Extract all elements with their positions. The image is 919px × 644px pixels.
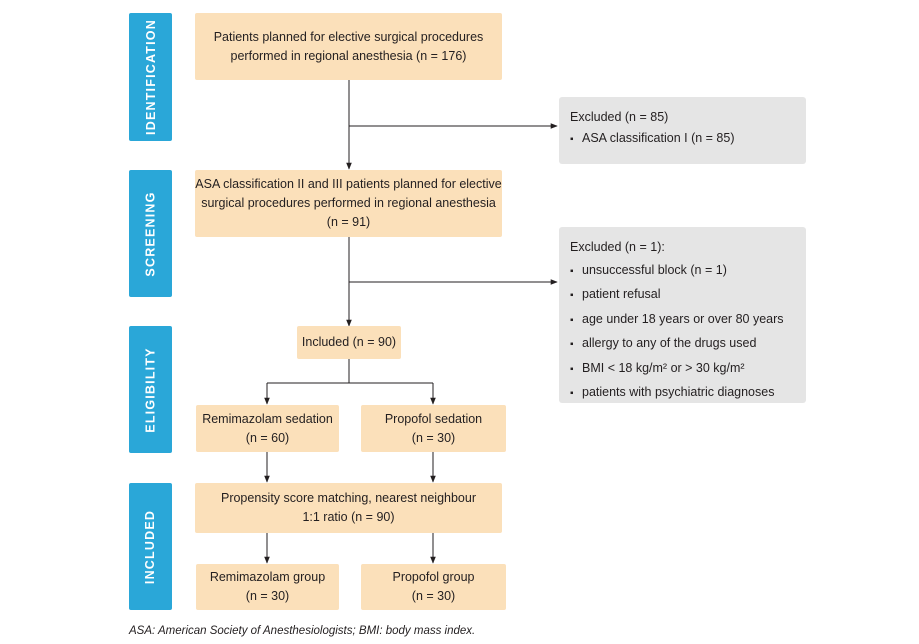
box-text: (n = 30) <box>411 430 456 445</box>
box-propofol-sedation: Propofol sedation (n = 30) <box>361 405 506 452</box>
box-text: (n = 30) <box>411 589 456 603</box>
excluded-list: ASA classification I (n = 85) <box>570 128 806 150</box>
box-text: Included (n = 90) <box>301 335 397 349</box>
excluded-item: age under 18 years or over 80 years <box>570 308 806 333</box>
box-text: Remimazolam sedation <box>202 411 333 426</box>
stage-eligibility: ELIGIBILITY <box>129 326 172 453</box>
footnote: ASA: American Society of Anesthesiologis… <box>129 625 476 637</box>
box-propensity-matching: Propensity score matching, nearest neigh… <box>195 483 502 533</box>
box-planned-patients: Patients planned for elective surgical p… <box>195 13 502 80</box>
excluded-box-2: Excluded (n = 1): unsuccessful block (n … <box>559 227 806 403</box>
box-text: Propensity score matching, nearest neigh… <box>220 491 476 505</box>
box-text: Remimazolam group <box>209 570 326 584</box>
excluded-title: Excluded (n = 85) <box>570 110 669 124</box>
box-text: (n = 60) <box>245 430 290 445</box>
excluded-item: BMI < 18 kg/m² or > 30 kg/m² <box>570 357 806 382</box>
stage-screening: SCREENING <box>129 170 172 297</box>
box-included: Included (n = 90) <box>297 326 401 359</box>
excluded-item: patient refusal <box>570 283 806 308</box>
box-text: 1:1 ratio (n = 90) <box>302 510 395 524</box>
excluded-item: ASA classification I (n = 85) <box>570 128 806 150</box>
excluded-item: allergy to any of the drugs used <box>570 332 806 357</box>
box-text: Propofol group <box>392 570 475 584</box>
box-text: ASA classification II and III patients p… <box>195 177 502 191</box>
box-text: Propofol sedation <box>384 411 483 426</box>
excluded-title: Excluded (n = 1): <box>570 240 665 254</box>
box-text: Patients planned for elective surgical p… <box>213 29 484 44</box>
box-remimazolam-sedation: Remimazolam sedation (n = 60) <box>196 405 339 452</box>
box-text: surgical procedures performed in regiona… <box>201 196 496 210</box>
box-remimazolam-group: Remimazolam group (n = 30) <box>196 564 339 610</box>
excluded-item: unsuccessful block (n = 1) <box>570 259 806 284</box>
box-text: (n = 91) <box>326 215 371 229</box>
box-asa-patients: ASA classification II and III patients p… <box>195 170 502 237</box>
stage-included: INCLUDED <box>129 483 172 610</box>
box-text: performed in regional anesthesia (n = 17… <box>230 48 467 63</box>
excluded-list: unsuccessful block (n = 1) patient refus… <box>570 259 806 406</box>
box-text: (n = 30) <box>245 589 290 603</box>
excluded-item: patients with psychiatric diagnoses <box>570 381 806 406</box>
excluded-box-1: Excluded (n = 85) ASA classification I (… <box>559 97 806 164</box>
stage-identification: IDENTIFICATION <box>129 13 172 141</box>
box-propofol-group: Propofol group (n = 30) <box>361 564 506 610</box>
